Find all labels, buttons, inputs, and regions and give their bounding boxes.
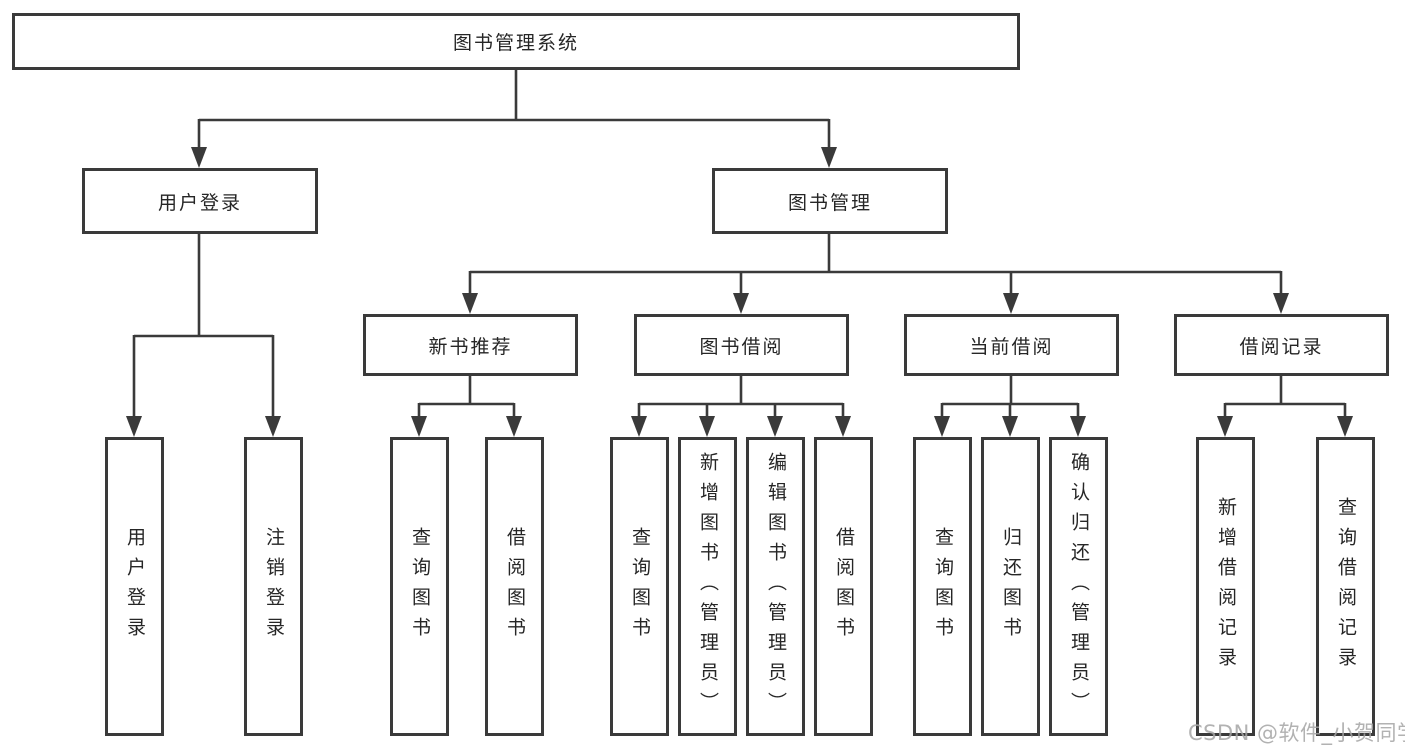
leaf-borrowing-borrow-books: 借阅图书 xyxy=(814,437,873,736)
leaf-label: 确认归还（管理员） xyxy=(1068,451,1090,722)
node-label: 当前借阅 xyxy=(969,335,1054,358)
node-label: 图书借阅 xyxy=(699,335,784,358)
leaf-label: 归还图书 xyxy=(1000,526,1022,647)
leaf-label: 注销登录 xyxy=(263,526,285,647)
node-label: 图书管理系统 xyxy=(452,32,579,54)
node-label: 图书管理 xyxy=(787,191,872,214)
leaf-newbook-borrow-books: 借阅图书 xyxy=(485,437,544,736)
leaf-label: 新增借阅记录 xyxy=(1215,496,1237,677)
leaf-records-query-borrow-record: 查询借阅记录 xyxy=(1316,437,1375,736)
leaf-newbook-query-books: 查询图书 xyxy=(390,437,449,736)
node-borrowing-records: 借阅记录 xyxy=(1174,314,1389,376)
leaf-label: 借阅图书 xyxy=(504,526,526,647)
leaf-logout-login: 注销登录 xyxy=(244,437,303,736)
leaf-label: 新增图书（管理员） xyxy=(697,451,719,722)
leaf-borrowing-add-books-admin: 新增图书（管理员） xyxy=(678,437,737,736)
leaf-current-return-books: 归还图书 xyxy=(981,437,1040,736)
leaf-label: 查询借阅记录 xyxy=(1335,496,1357,677)
node-current-borrowing: 当前借阅 xyxy=(904,314,1119,376)
leaf-label: 借阅图书 xyxy=(833,526,855,647)
leaf-records-add-borrow-record: 新增借阅记录 xyxy=(1196,437,1255,736)
leaf-user-login: 用户登录 xyxy=(105,437,164,736)
node-label: 新书推荐 xyxy=(428,335,513,358)
node-user-login: 用户登录 xyxy=(82,168,318,234)
leaf-label: 查询图书 xyxy=(409,526,431,647)
leaf-label: 编辑图书（管理员） xyxy=(765,451,787,722)
leaf-label: 查询图书 xyxy=(932,526,954,647)
node-label: 用户登录 xyxy=(157,191,242,214)
node-book-management: 图书管理 xyxy=(712,168,948,234)
leaf-borrowing-query-books: 查询图书 xyxy=(610,437,669,736)
leaf-label: 用户登录 xyxy=(124,526,146,647)
leaf-current-confirm-return-admin: 确认归还（管理员） xyxy=(1049,437,1108,736)
leaf-borrowing-edit-books-admin: 编辑图书（管理员） xyxy=(746,437,805,736)
node-label: 借阅记录 xyxy=(1239,335,1324,358)
node-new-book-recommend: 新书推荐 xyxy=(363,314,578,376)
leaf-label: 查询图书 xyxy=(629,526,651,647)
csdn-watermark: CSDN @软件_小贺同学 xyxy=(1188,721,1405,745)
leaf-current-query-books: 查询图书 xyxy=(913,437,972,736)
node-book-borrowing: 图书借阅 xyxy=(634,314,849,376)
node-root-library-system: 图书管理系统 xyxy=(12,13,1020,70)
